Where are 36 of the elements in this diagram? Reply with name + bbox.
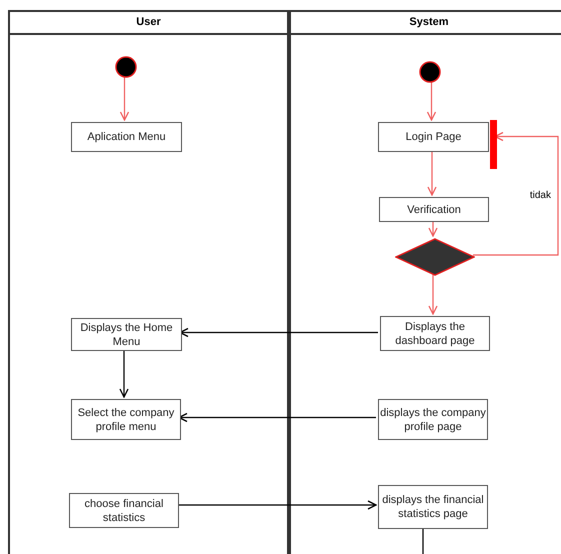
arrow	[426, 81, 436, 121]
activity-box	[378, 399, 488, 440]
lane-heading: System	[409, 15, 449, 30]
activity-box	[378, 485, 488, 529]
arrow	[120, 76, 130, 121]
activity-box	[71, 122, 182, 152]
activity-label: Login Page	[406, 130, 462, 144]
activity-label: choose financial statistics	[84, 496, 164, 524]
activity-box	[379, 197, 489, 222]
start-node	[419, 61, 441, 83]
activity-label: Aplication Menu	[87, 130, 166, 144]
arrow	[177, 500, 377, 510]
activity-label: Verification	[407, 202, 461, 216]
activity-label: Displays the Home Menu	[79, 320, 174, 348]
arrow	[427, 150, 437, 196]
swimlane	[289, 10, 561, 554]
start-node	[115, 56, 137, 78]
activity-label: Select the company profile menu	[76, 406, 176, 434]
activity-box	[378, 122, 489, 152]
sync-bar	[490, 120, 497, 169]
swimlane	[8, 10, 289, 554]
arrow	[178, 412, 376, 422]
arrow	[428, 220, 438, 237]
activity-label: displays the financial statistics page	[381, 493, 485, 521]
lane-heading: User	[136, 15, 161, 30]
arrow	[179, 328, 378, 338]
activity-box	[380, 316, 490, 351]
activity-label: Displays the dashboard page	[394, 320, 476, 348]
arrow	[473, 132, 559, 256]
arrow	[119, 349, 129, 398]
decision-diamond	[395, 238, 475, 276]
activity-box	[71, 318, 182, 351]
arrow	[428, 274, 438, 315]
activity-box	[71, 399, 181, 440]
activity-label: displays the company profile page	[380, 406, 486, 434]
activity-box	[69, 493, 179, 528]
